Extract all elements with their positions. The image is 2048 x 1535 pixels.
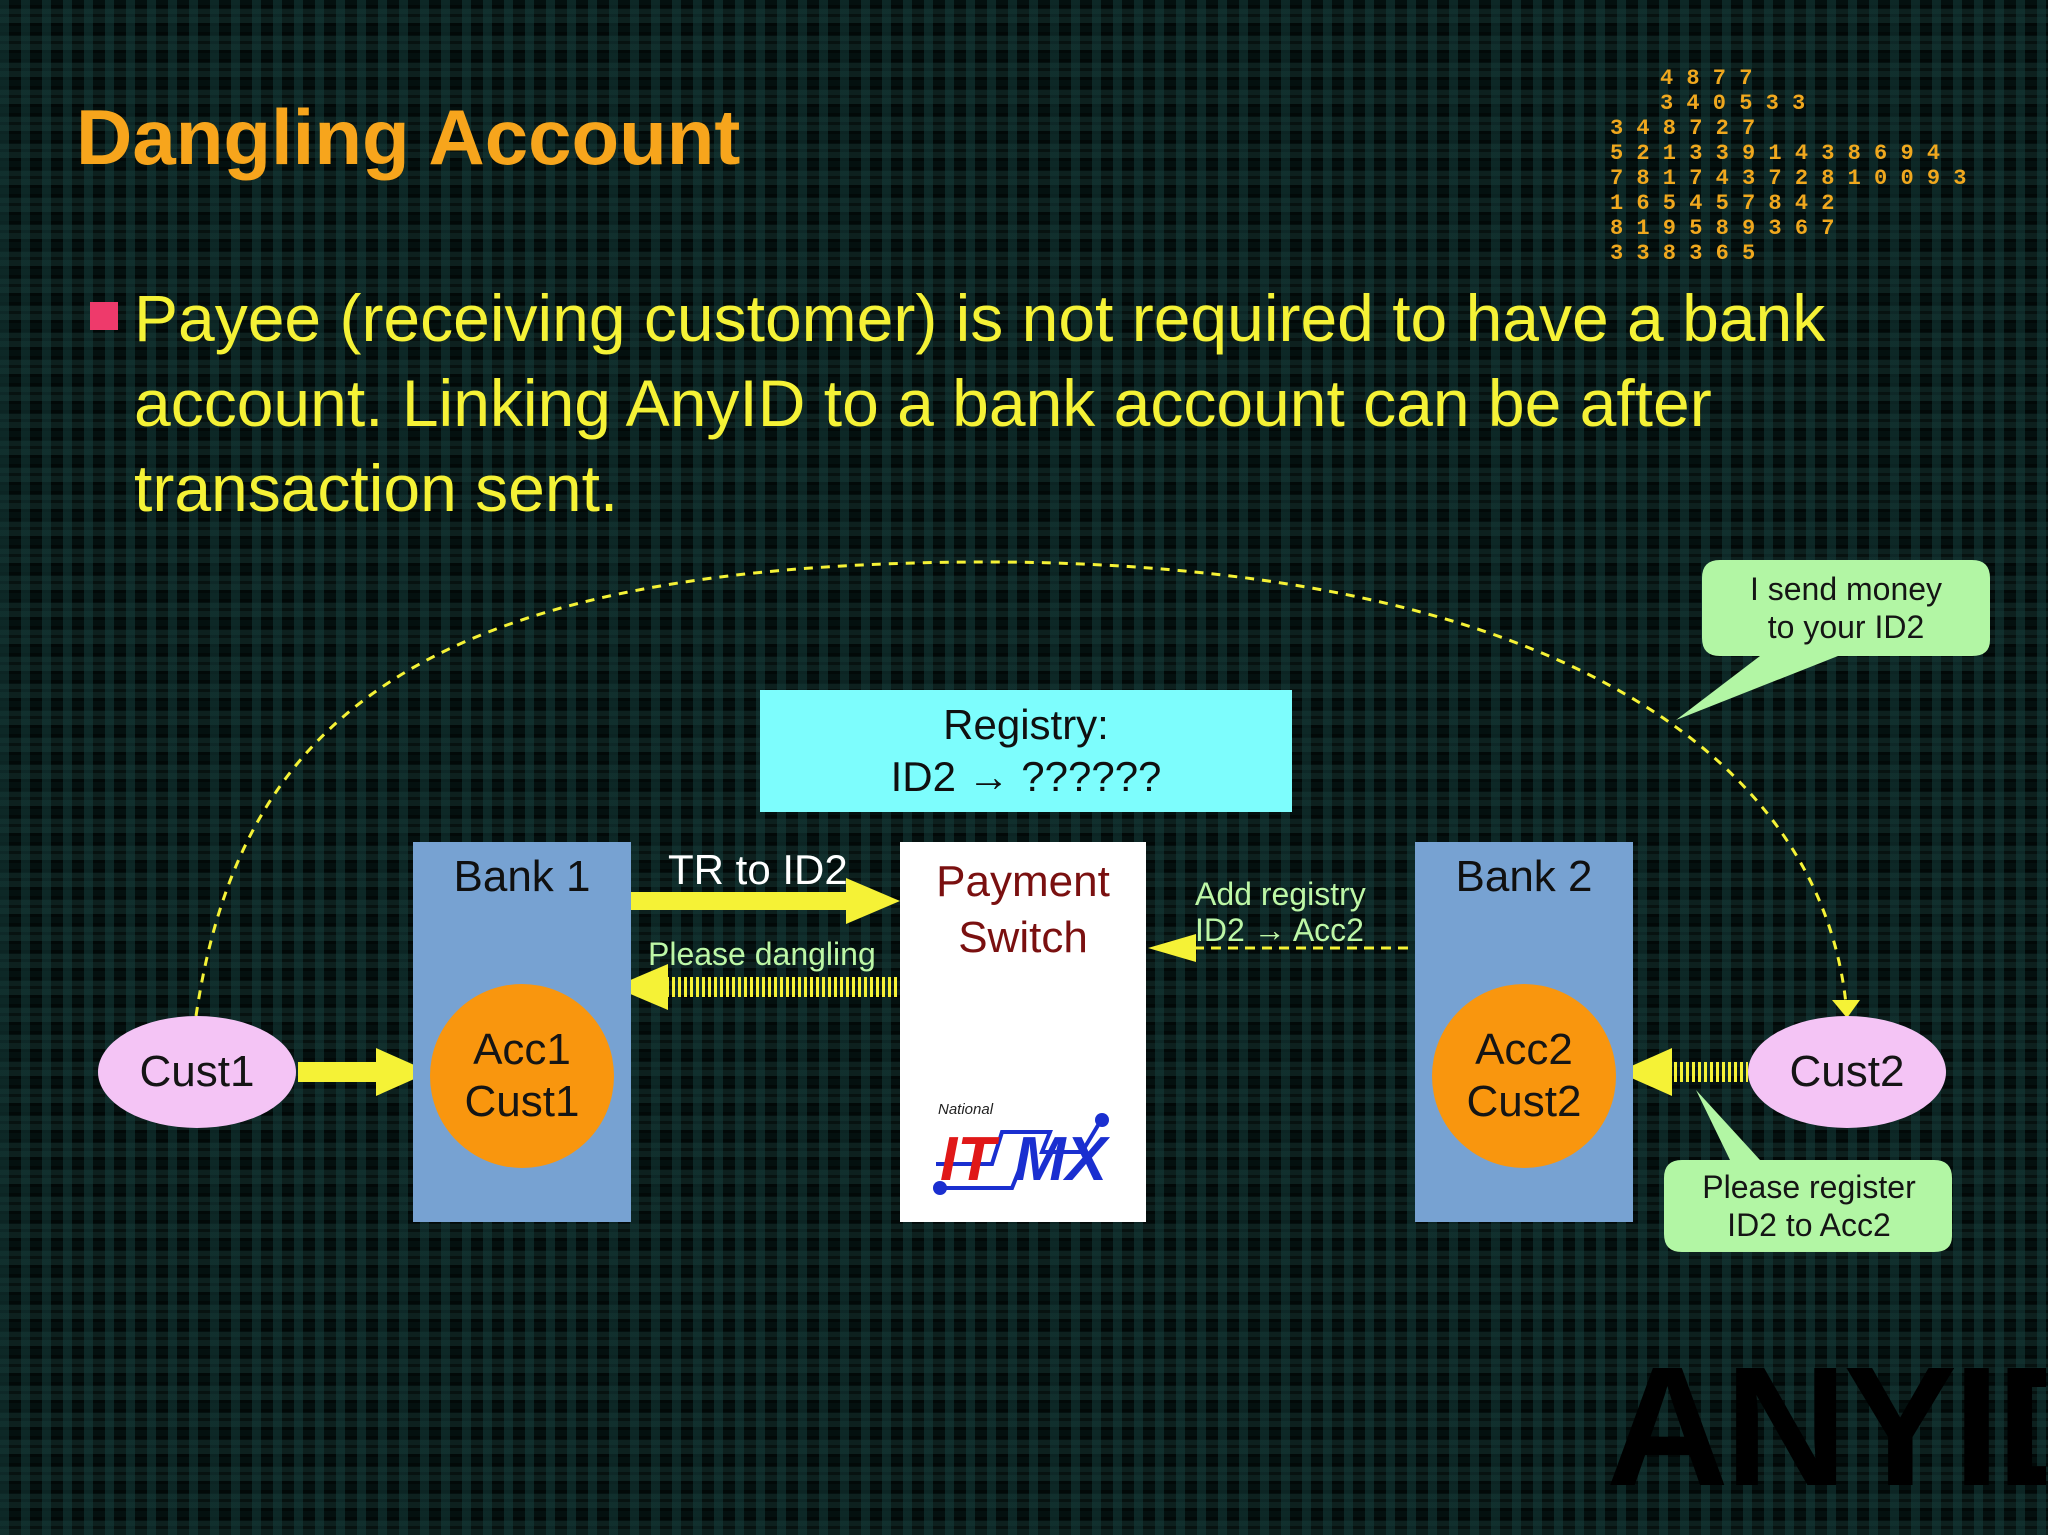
callout-bottom-bubble: [1664, 1090, 1952, 1252]
add-registry-label: Add registry ID2 → Acc2: [1195, 876, 1366, 948]
decor-digit-row: 4 8 7 7: [1660, 66, 1752, 91]
cust2-ellipse: Cust2: [1748, 1016, 1946, 1128]
callout-bottom-line1: Please register: [1702, 1169, 1916, 1205]
acc2-circle: Acc2 Cust2: [1432, 984, 1616, 1168]
acc1-owner: Cust1: [464, 1077, 580, 1126]
anyid-corner-logo: ANYID: [1606, 1342, 2046, 1512]
bullet-marker: [90, 302, 118, 330]
registry-box: Registry: ID2 → ??????: [760, 690, 1292, 812]
payment-switch-box: Payment Switch National IT MX: [900, 842, 1146, 1222]
dashed-arc-cust1-to-cust2: [194, 560, 1848, 1017]
itmx-logo: National IT MX: [933, 1101, 1111, 1195]
switch-line2: Switch: [958, 913, 1088, 962]
tr-to-id2-label: TR to ID2: [668, 846, 848, 893]
arrow-addreg-head: [1148, 934, 1196, 962]
callout-top-line1: I send money: [1749, 571, 1943, 607]
decor-digit-row: 7 8 1 7 4 3 7 2 8 1 0 0 9 3: [1610, 166, 1966, 191]
bank1-label: Bank 1: [453, 852, 591, 901]
decor-digit-row: 8 1 9 5 8 9 3 6 7: [1610, 216, 1834, 241]
callout-top-line2: to your ID2: [1767, 609, 1925, 645]
arrow-cust2-shaft: [1668, 1062, 1748, 1082]
itmx-logo-small-text: National: [938, 1101, 994, 1118]
add-registry-line1: Add registry: [1195, 876, 1366, 912]
payment-switch-label: Payment Switch: [900, 854, 1146, 966]
decor-digit-row: 1 6 5 4 5 7 8 4 2: [1610, 191, 1834, 216]
decor-digit-row: 3 4 0 5 3 3: [1660, 91, 1805, 116]
registry-mapping: ID2 → ??????: [890, 753, 1162, 800]
callout-top-text: I send money to your ID2: [1703, 562, 1989, 654]
callout-bottom-line2: ID2 to Acc2: [1727, 1207, 1891, 1243]
registry-title: Registry:: [943, 701, 1109, 748]
arrow-cust1-to-acc1-head: [376, 1048, 430, 1096]
callout-top-bubble: [1676, 560, 1990, 720]
bank2-label: Bank 2: [1455, 852, 1593, 901]
callout-bottom-text: Please register ID2 to Acc2: [1666, 1160, 1952, 1252]
arc-arrowhead: [1832, 1000, 1860, 1018]
bank2-box: Bank 2 Acc2 Cust2: [1415, 842, 1633, 1222]
please-dangling-label: Please dangling: [648, 936, 876, 972]
acc2-label: Acc2: [1475, 1025, 1573, 1074]
switch-line1: Payment: [936, 857, 1110, 906]
decor-digit-row: 3 4 8 7 2 7: [1610, 116, 1755, 141]
slide-title: Dangling Account: [76, 93, 741, 181]
digit-logo-graphic: 4 8 7 73 4 0 5 3 33 4 8 7 2 75 2 1 3 3 9…: [1610, 66, 1966, 266]
itmx-logo-mx: MX: [1014, 1125, 1111, 1194]
bank1-box: Bank 1 Acc1 Cust1: [413, 842, 631, 1222]
decor-digit-row: 5 2 1 3 3 9 1 4 3 8 6 9 4: [1610, 141, 1940, 166]
arrow-tr-shaft: [612, 892, 854, 910]
bullet-text: Payee (receiving customer) is not requir…: [134, 281, 1826, 525]
arrow-dangling-shaft: [666, 977, 900, 997]
acc1-label: Acc1: [473, 1025, 571, 1074]
acc1-circle: Acc1 Cust1: [430, 984, 614, 1168]
itmx-logo-it: IT: [940, 1125, 1000, 1194]
add-registry-line2: ID2 → Acc2: [1195, 912, 1364, 948]
cust1-ellipse: Cust1: [98, 1016, 296, 1128]
acc2-owner: Cust2: [1466, 1077, 1582, 1126]
arrow-dangling-head: [614, 964, 668, 1010]
arrow-tr-head: [846, 878, 900, 924]
decor-digit-row: 3 3 8 3 6 5: [1610, 241, 1755, 266]
arrow-cust1-to-acc1-shaft: [298, 1062, 380, 1082]
arrow-cust2-head: [1618, 1048, 1672, 1096]
